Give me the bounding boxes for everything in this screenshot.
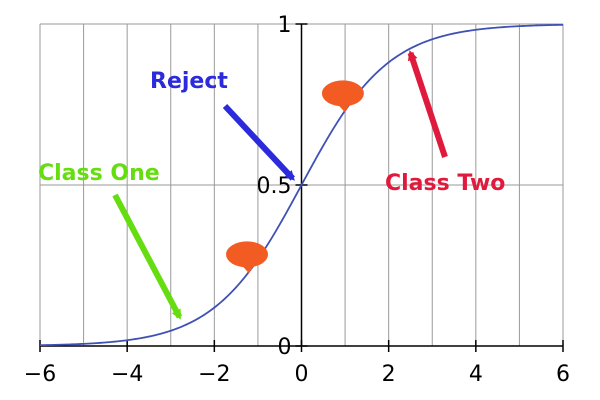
data-point xyxy=(83,343,85,345)
data-point xyxy=(519,25,521,27)
speech-bubble-body xyxy=(321,80,364,107)
speech-bubble-tail xyxy=(241,263,256,274)
data-point xyxy=(301,184,303,186)
annotation-reject-label: Reject xyxy=(150,69,228,94)
data-point xyxy=(562,24,564,26)
speech-bubble-icon xyxy=(321,80,364,113)
x-tick-label: −6 xyxy=(24,362,56,387)
speech-bubble-icon xyxy=(226,241,269,274)
annotation-class-two-label: Class Two xyxy=(385,171,505,196)
data-point xyxy=(39,344,41,346)
y-tick-label: 0.5 xyxy=(257,174,292,199)
data-point xyxy=(214,307,216,309)
data-point xyxy=(431,38,433,40)
y-tick-label: 0 xyxy=(278,335,292,360)
annotation-class-two-arrow xyxy=(407,50,448,158)
x-tick-label: −2 xyxy=(198,362,230,387)
x-tick-label: −4 xyxy=(111,362,143,387)
x-tick-label: 2 xyxy=(382,362,396,387)
data-point xyxy=(475,29,477,31)
y-tick-label: 1 xyxy=(278,13,292,38)
data-point xyxy=(388,62,390,64)
x-tick-label: 0 xyxy=(295,362,309,387)
sigmoid-curve xyxy=(39,23,564,347)
annotation-class-one-label: Class One xyxy=(38,161,160,186)
data-point xyxy=(126,339,128,341)
x-tick-label: 4 xyxy=(469,362,483,387)
curve-layer xyxy=(39,23,564,347)
data-point xyxy=(170,330,172,332)
speech-bubble-tail xyxy=(336,102,351,113)
tick-labels: −6 −4 −2 0 2 4 6 0 0.5 1 xyxy=(24,13,570,387)
x-tick-label: 6 xyxy=(556,362,570,387)
marker-layer xyxy=(226,80,364,274)
annotation-class-one-arrow xyxy=(112,193,183,320)
annotation-reject-arrow xyxy=(222,103,295,181)
speech-bubble-body xyxy=(226,241,269,268)
